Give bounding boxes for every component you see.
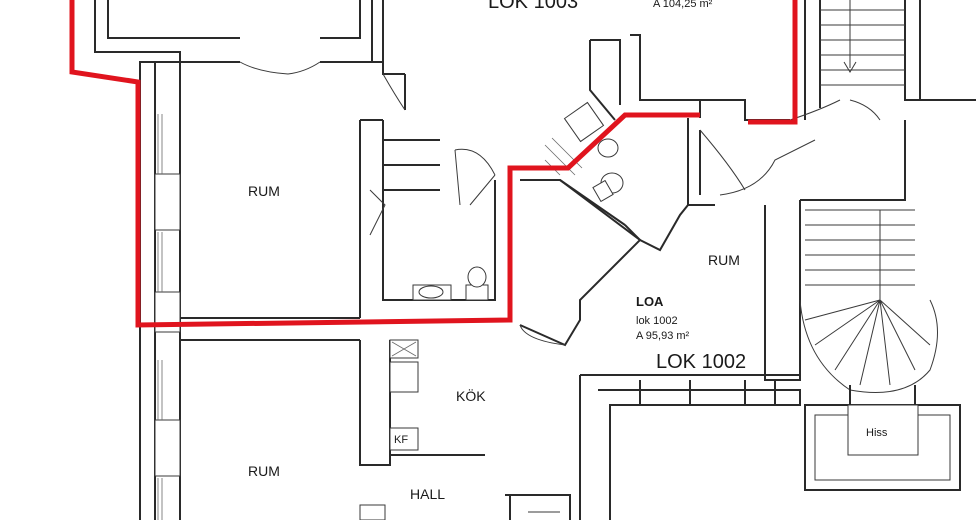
kf-label: KF (394, 434, 408, 446)
toilet (597, 138, 619, 158)
window (154, 173, 181, 231)
room-label-rum-upper: RUM (248, 183, 280, 199)
boundary-line-red (69, 0, 798, 328)
room-label-hall: HALL (410, 486, 445, 502)
doors (239, 61, 881, 346)
room-label-rum-mid: RUM (708, 252, 740, 268)
fridge-freezer (389, 427, 419, 451)
lok-1003-label: LOK 1003 (488, 0, 578, 13)
hiss-label: Hiss (866, 427, 888, 439)
loa-area: A 95,93 m² (636, 330, 690, 342)
fixtures (389, 101, 624, 451)
window (154, 419, 181, 477)
lok-1002-label: LOK 1002 (656, 351, 746, 373)
kitchen-sink (389, 361, 419, 393)
lok-1003-area: A 104,25 m² (653, 0, 713, 10)
loa-lok-number: lok 1002 (636, 315, 678, 327)
room-label-kok: KÖK (456, 387, 486, 404)
loa-label: LOA (636, 294, 664, 309)
room-label-rum-lower: RUM (248, 463, 280, 479)
staircase (799, 0, 938, 405)
walls (94, 0, 976, 520)
elevator-shaft (847, 404, 919, 456)
labels: LOK 1003 A 104,25 m² RUM RUM RUM LOA lok… (248, 0, 888, 502)
